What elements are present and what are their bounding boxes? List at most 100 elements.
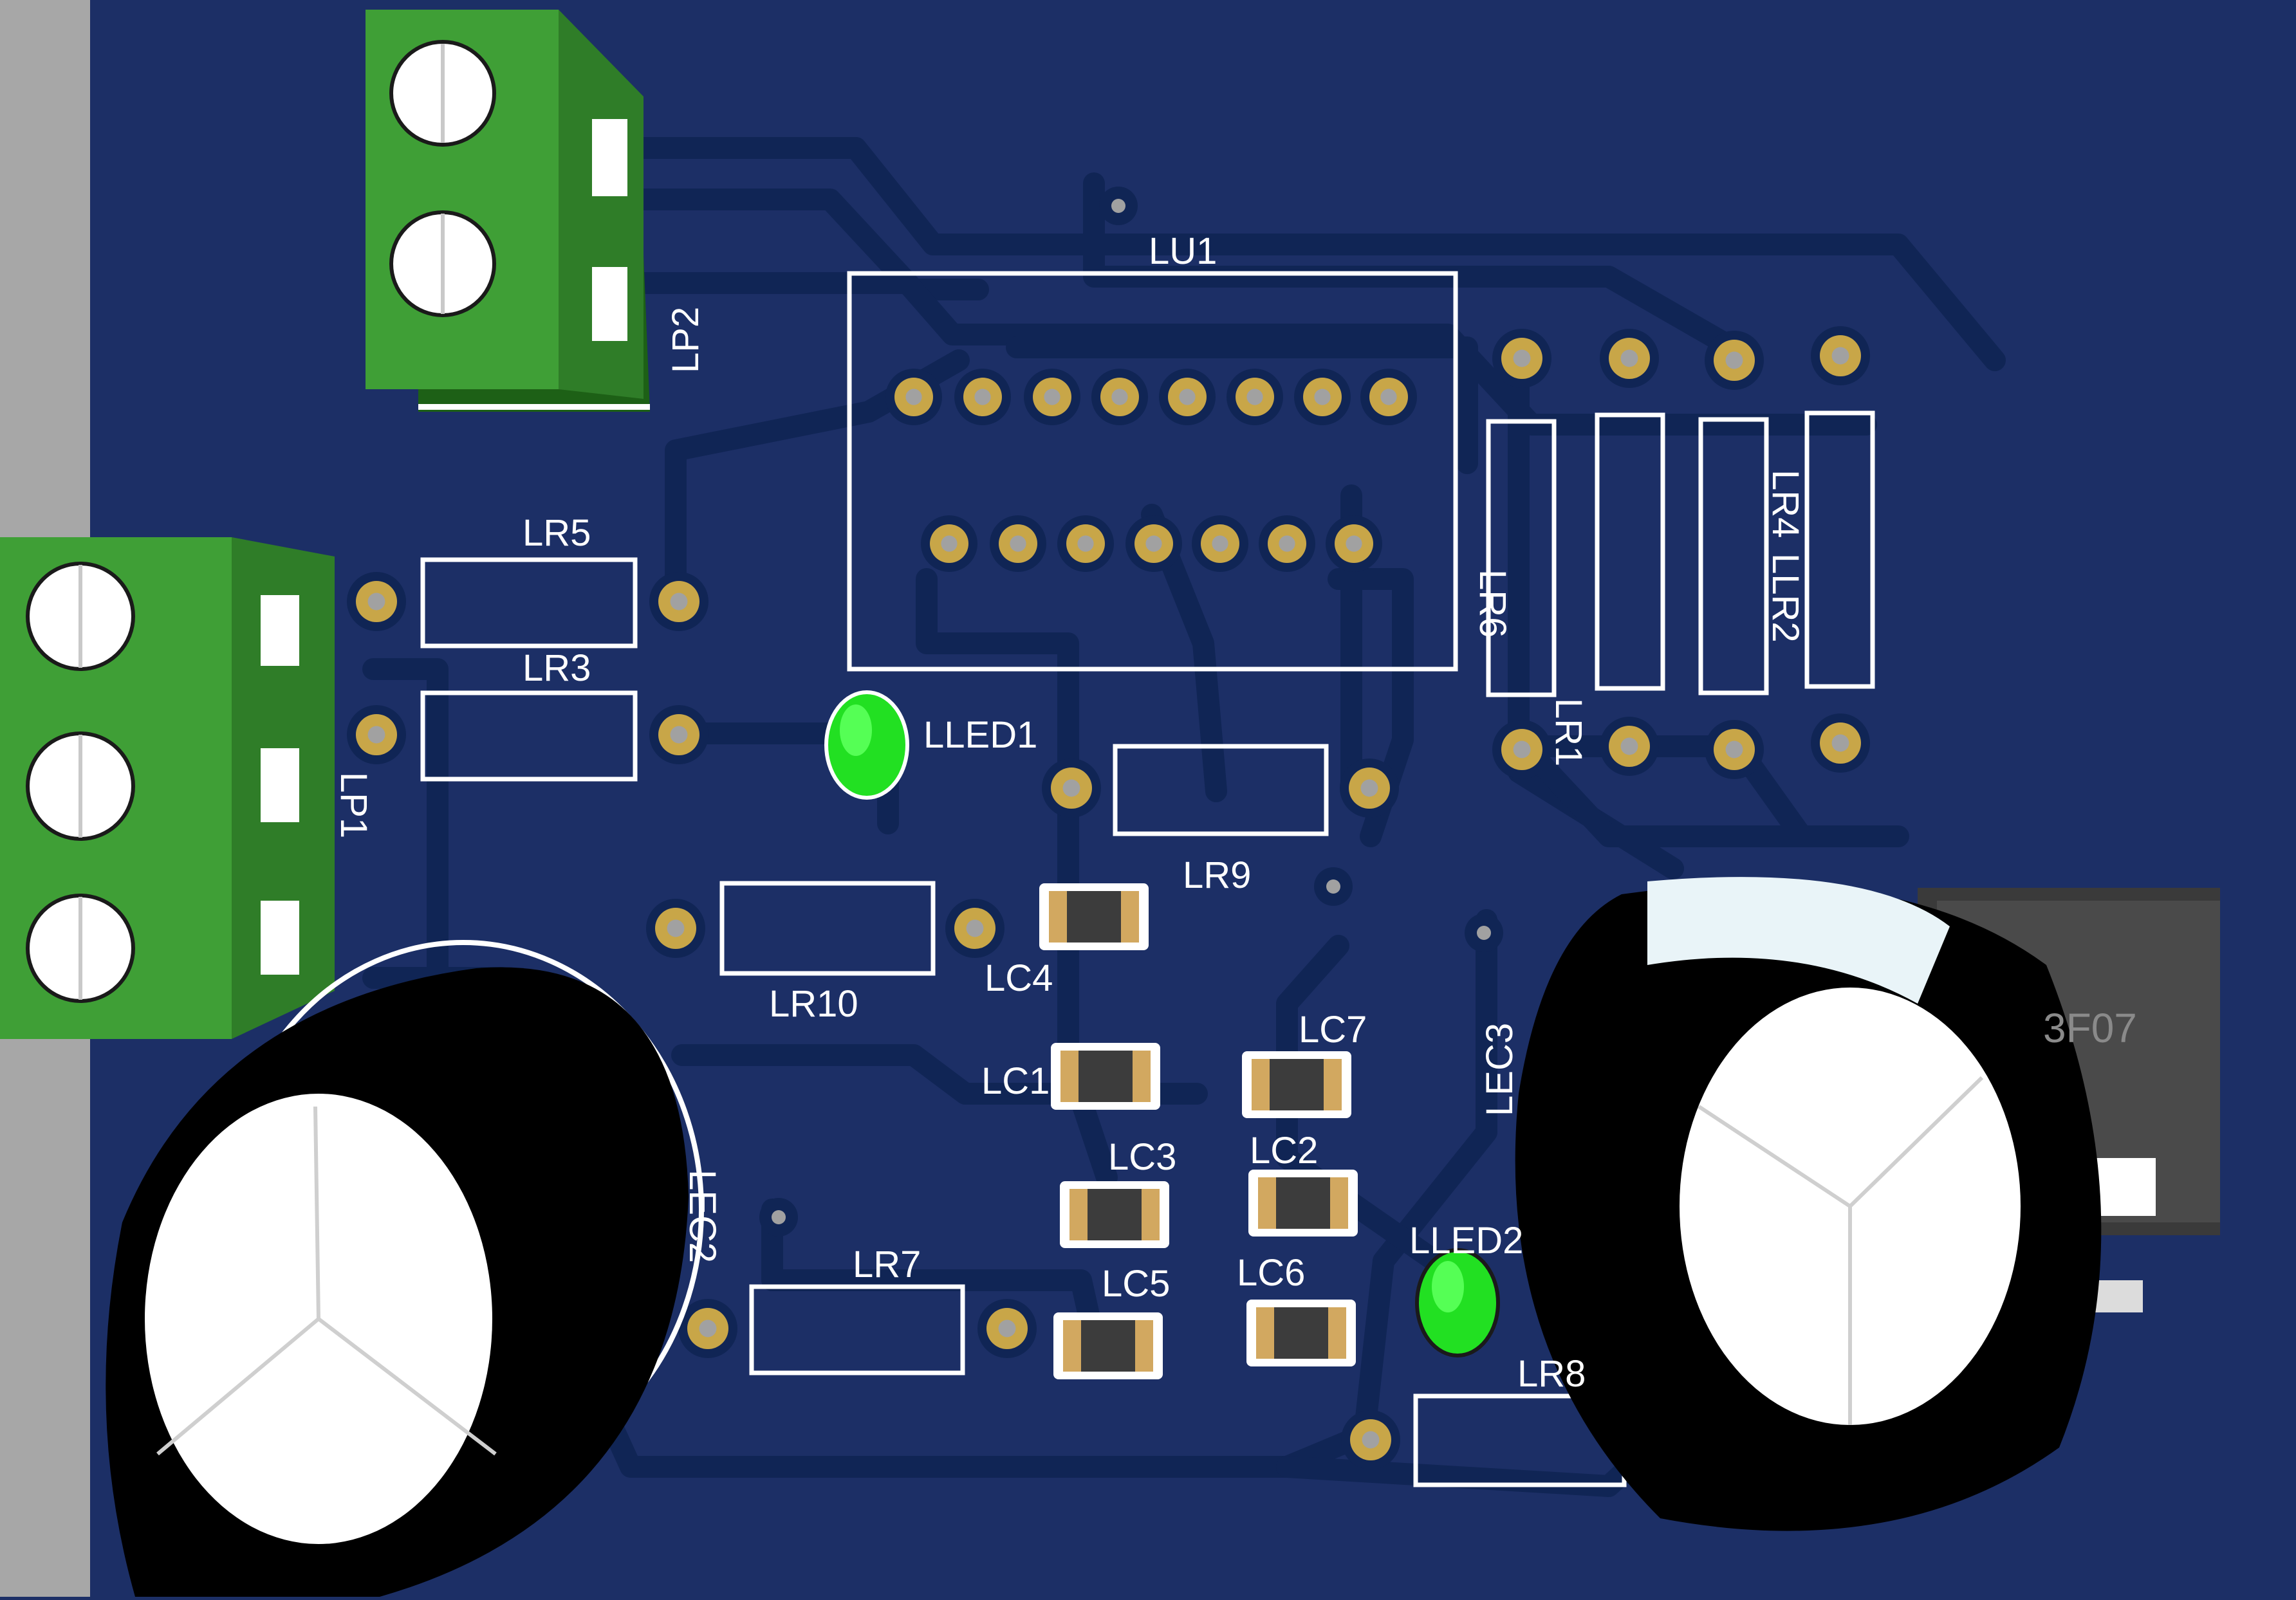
- lr10-outline: [719, 881, 936, 976]
- lr7-outline: [749, 1284, 965, 1375]
- resistor-pad-drill: [1831, 347, 1849, 365]
- lc5-capacitor: [1081, 1320, 1135, 1372]
- lu1-outline: [847, 271, 1458, 672]
- lc6-capacitor: [1274, 1307, 1328, 1359]
- resistor-pad-drill: [1831, 734, 1849, 752]
- label-regulator-marking: 3F07: [2043, 1005, 2137, 1051]
- label-lr8: LR8: [1517, 1353, 1586, 1395]
- label-lc4: LC4: [985, 957, 1053, 999]
- lp2-silk-edge: [418, 404, 650, 410]
- resistor-outlines: [420, 410, 1875, 1487]
- lu1-pad-drill: [1077, 535, 1094, 552]
- silkscreen-labels: LU1 LP2 LP1 LR5 LR3 LLED1 LR9 LR10 LC4 L…: [333, 230, 2137, 1395]
- lp2-slot-2: [592, 267, 627, 341]
- lu1-pad-drill: [905, 389, 922, 405]
- lc1-capacitor: [1079, 1051, 1133, 1102]
- lu1-pad-drill: [1010, 535, 1026, 552]
- resistor-pad-drill: [966, 919, 984, 937]
- lr6-outline: [1486, 419, 1557, 697]
- lr4-outline: [1698, 417, 1769, 695]
- lec2-vent-3: [156, 1317, 320, 1456]
- resistor-pad-drill: [367, 593, 385, 611]
- lp2-slot-1: [592, 119, 627, 196]
- lp1-terminal-block: [0, 537, 335, 1039]
- trace: [626, 137, 2006, 371]
- via-hole: [772, 1210, 786, 1224]
- trace: [1083, 172, 1748, 362]
- lec2-vent-2: [317, 1317, 497, 1456]
- resistor-pad-drill: [1725, 351, 1743, 369]
- resistor-pad-drill: [667, 919, 685, 937]
- resistor-pad-drill: [1362, 1431, 1380, 1449]
- lc7-capacitor: [1270, 1059, 1324, 1110]
- trace: [761, 1199, 1105, 1349]
- via-hole: [1111, 199, 1125, 213]
- via-hole: [1326, 879, 1340, 894]
- label-lr5: LR5: [523, 512, 591, 554]
- lec3-vent-1: [1848, 1076, 1984, 1208]
- label-lc5: LC5: [1102, 1263, 1170, 1305]
- capacitor-lec2: [106, 940, 704, 1597]
- lr5-outline: [420, 557, 638, 648]
- led-lled1: [824, 690, 909, 800]
- label-lr9: LR9: [1183, 854, 1251, 896]
- resistor-pad-drill: [367, 726, 385, 744]
- trace: [916, 568, 1079, 809]
- lr9-outline: [1113, 744, 1329, 836]
- llr2-outline: [1804, 410, 1875, 689]
- trace: [1508, 729, 1909, 847]
- smd-capacitors: [1039, 883, 1358, 1379]
- lec3-vent-3: [1698, 1105, 1851, 1208]
- trace: [626, 272, 1877, 436]
- resistor-pad-drill: [1513, 349, 1531, 367]
- trace: [1353, 909, 1497, 1446]
- label-lled1: LLED1: [923, 714, 1037, 756]
- lr1-outline: [1595, 412, 1665, 691]
- label-lc3: LC3: [1108, 1136, 1176, 1178]
- label-lr4: LR4: [1764, 470, 1806, 538]
- lec2-vent-1: [313, 1106, 320, 1320]
- resistor-pad-drill: [1360, 779, 1378, 797]
- label-lec3: LEC3: [1479, 1023, 1521, 1116]
- lc4-capacitor: [1067, 891, 1121, 943]
- resistor-pad-drill: [1062, 779, 1080, 797]
- lled1-highlight: [840, 704, 872, 756]
- lp2-terminal-block: [366, 10, 650, 412]
- lp1-slot-3: [261, 901, 299, 975]
- lu1-pad-drill: [941, 535, 958, 552]
- led-lled2: [1415, 1248, 1500, 1357]
- lu1-pad-drill: [1145, 535, 1162, 552]
- resistor-pad-drill: [998, 1320, 1016, 1338]
- lu1-pad-drill: [1380, 389, 1397, 405]
- label-lc7: LC7: [1299, 1009, 1367, 1051]
- resistor-pad-drill: [1620, 349, 1638, 367]
- resistor-pads: [347, 326, 1870, 1469]
- label-lr6: LR6: [1472, 569, 1514, 638]
- capacitor-lec3: [1515, 877, 2102, 1531]
- resistor-pad-drill: [1513, 740, 1531, 759]
- lr3-outline: [420, 690, 638, 782]
- label-lr3: LR3: [523, 647, 591, 689]
- resistor-pad-drill: [1725, 740, 1743, 759]
- trace: [626, 189, 989, 300]
- label-lled2: LLED2: [1409, 1220, 1523, 1262]
- lu1-pads: [885, 369, 1417, 572]
- lu1-pad-drill: [1314, 389, 1331, 405]
- via-hole: [1477, 926, 1491, 940]
- label-lp1: LP1: [333, 772, 375, 838]
- label-lr1: LR1: [1548, 698, 1589, 766]
- lu1-pad-drill: [1044, 389, 1060, 405]
- label-lc6: LC6: [1237, 1252, 1305, 1294]
- label-lu1: LU1: [1149, 230, 1217, 272]
- label-lec2: LEC2: [681, 1170, 723, 1263]
- label-lr7: LR7: [853, 1244, 921, 1285]
- trace: [1006, 336, 1478, 474]
- lu1-pad-drill: [1212, 535, 1228, 552]
- lu1-pad-drill: [1246, 389, 1263, 405]
- lc2-capacitor: [1276, 1177, 1330, 1229]
- lu1-pad-drill: [974, 389, 991, 405]
- label-llr2: LLR2: [1764, 553, 1806, 643]
- lu1-pad-drill: [1179, 389, 1196, 405]
